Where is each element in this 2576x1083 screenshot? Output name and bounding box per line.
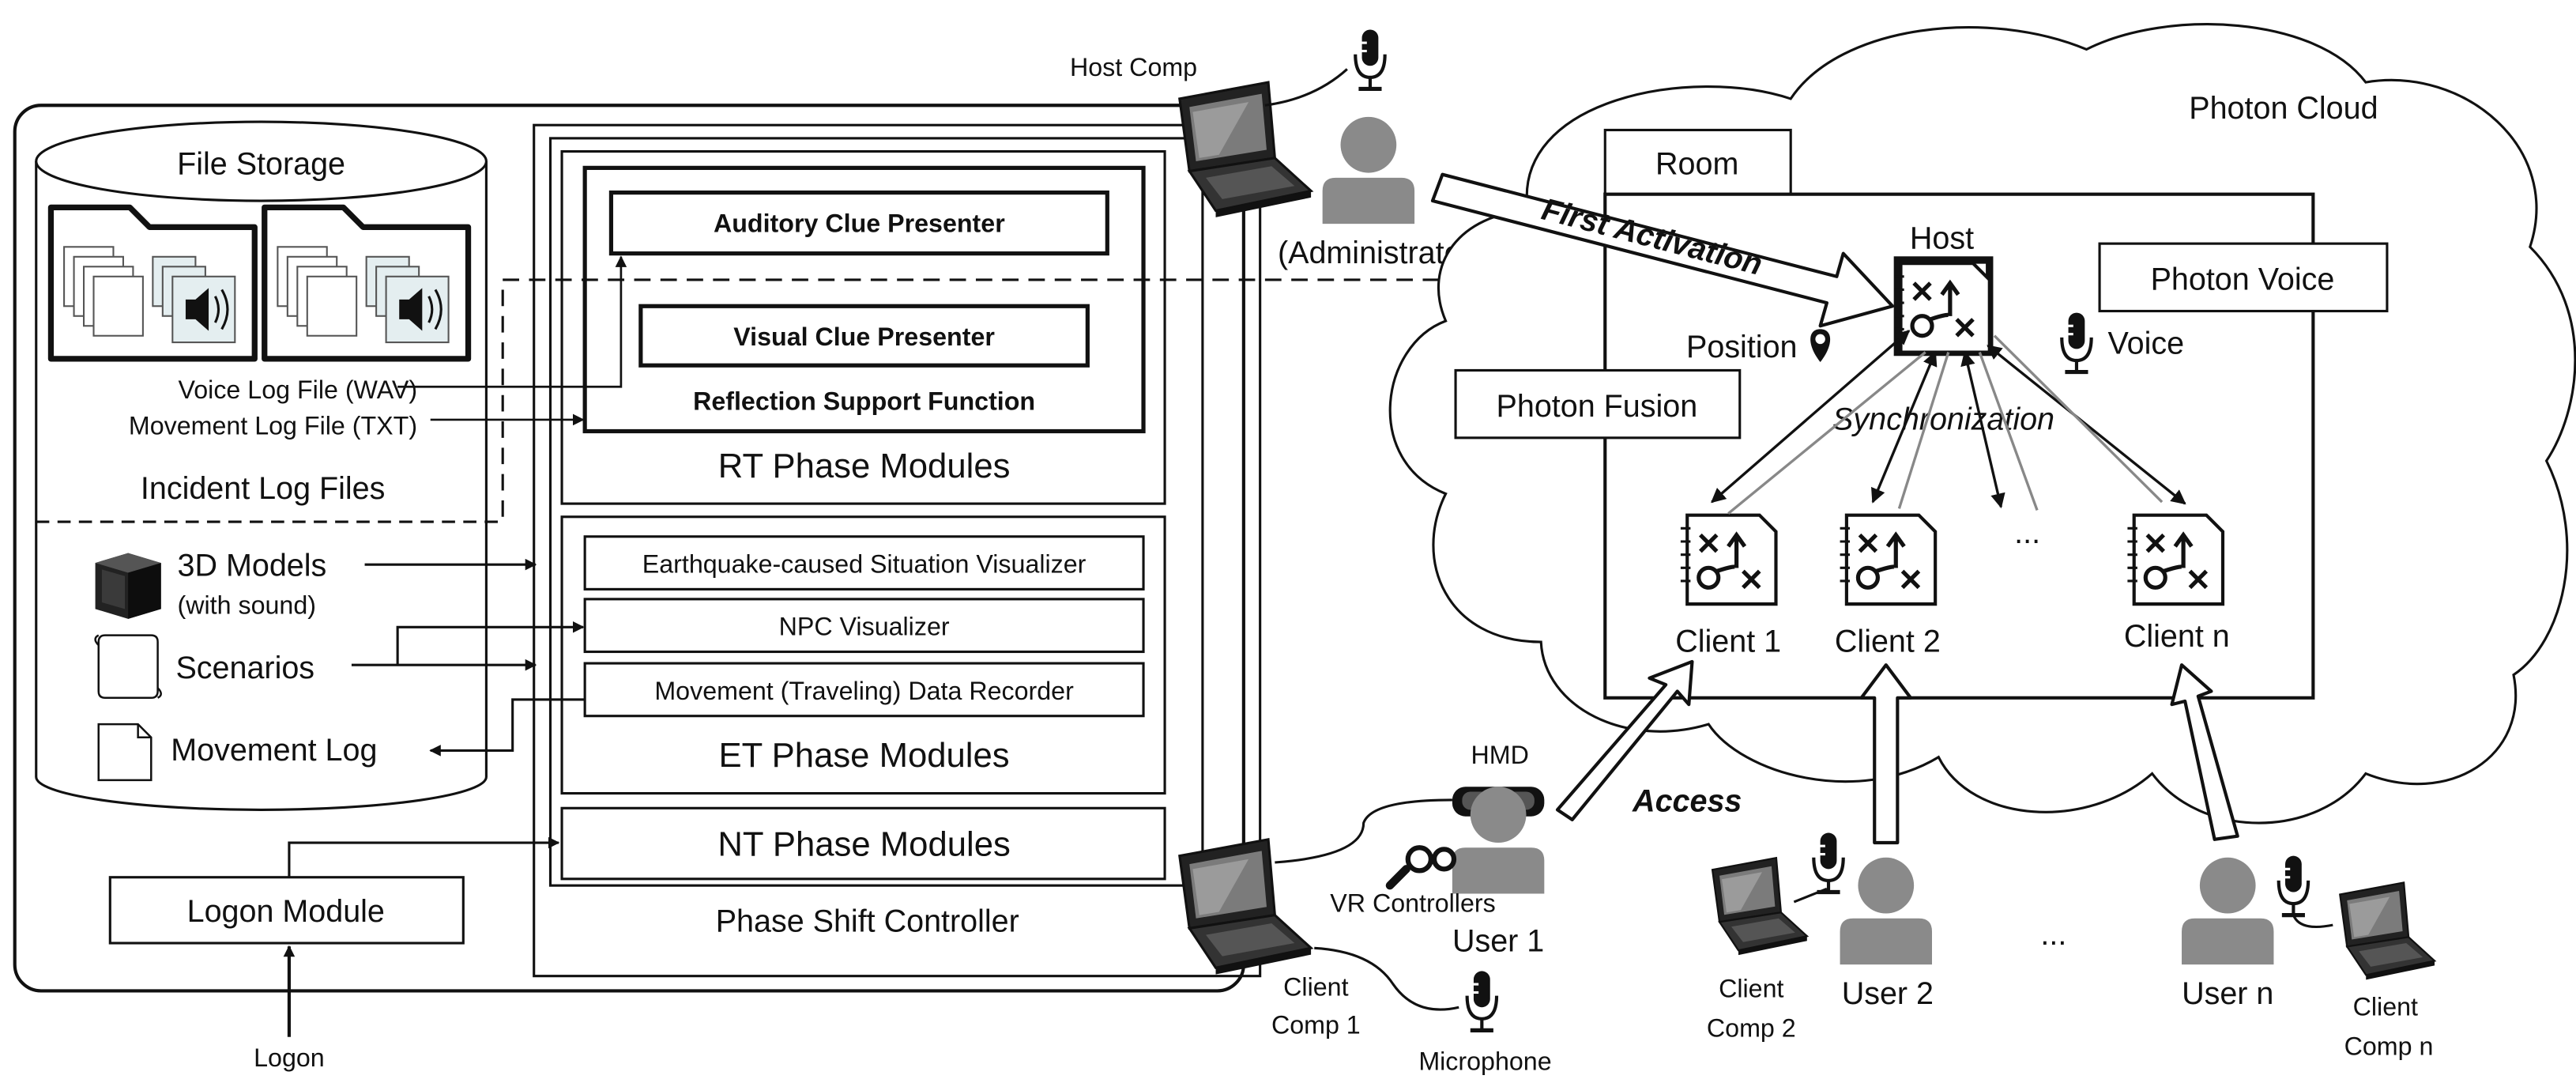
photon-fusion-box (1454, 368, 1742, 440)
incident-log-files-label: Incident Log Files (141, 471, 386, 506)
visual-clue-presenter-box (638, 304, 1090, 368)
auditory-clue-presenter-label: Auditory Clue Presenter (714, 209, 1005, 238)
photon-cloud-label: Photon Cloud (2189, 91, 2378, 126)
host-mic-cable (1264, 68, 1348, 107)
room-label: Room (1655, 147, 1738, 182)
users-ellipsis: ... (2040, 917, 2066, 952)
client-n-strategy-icon (2127, 515, 2223, 604)
voice-log-file-label: Voice Log File (WAV) (179, 375, 418, 404)
et-phase-label: ET Phase Modules (719, 736, 1010, 775)
microphone-label: Microphone (1418, 1047, 1551, 1075)
photon-voice-box (2098, 242, 2389, 313)
rt-phase-label: RT Phase Modules (718, 447, 1011, 485)
host-label: Host (1910, 221, 1974, 255)
3d-models-note: (with sound) (178, 591, 316, 620)
user2-label: User 2 (1842, 976, 1934, 1011)
client-comp1-label-b: Comp 1 (1271, 1011, 1361, 1040)
recorder-to-movement-log-arrow (429, 698, 586, 757)
client-compn-laptop-icon (2339, 881, 2436, 981)
host-strategy-icon (1894, 256, 1994, 357)
movement-recorder-label: Movement (Traveling) Data Recorder (654, 677, 1074, 705)
client-comp1-microphone-icon (1467, 971, 1497, 1030)
client2-label: Client 2 (1835, 624, 1941, 658)
scroll-icon (94, 634, 162, 700)
user-n-label: User n (2182, 976, 2273, 1011)
access-arrow-user2 (1859, 663, 1913, 845)
auditory-clue-presenter-box (608, 190, 1109, 256)
room-tab (1603, 128, 1792, 198)
phase-shift-controller-box (533, 123, 1262, 978)
client-compn-label-a: Client (2353, 993, 2418, 1021)
system-boundary (13, 104, 1245, 993)
client1-label: Client 1 (1675, 624, 1781, 658)
scenarios-to-npc-arrow (396, 621, 585, 666)
movement-recorder-box (583, 662, 1145, 718)
host-comp-label: Host Comp (1070, 53, 1197, 81)
wav-folder-icon (51, 207, 254, 359)
client1-strategy-icon (1681, 515, 1776, 604)
document-icon (97, 723, 153, 782)
movement-log-label: Movement Log (171, 733, 377, 768)
user1-label: User 1 (1452, 923, 1544, 958)
synchronization-label: Synchronization (1832, 402, 2054, 436)
mic-cable-n (2292, 914, 2333, 929)
phase-shift-controller-label: Phase Shift Controller (716, 904, 1019, 938)
user-n-icon (2182, 857, 2274, 965)
client-comp2-microphone-icon (1813, 833, 1843, 892)
vr-controllers-label: VR Controllers (1330, 889, 1495, 917)
npc-visualizer-box (583, 598, 1145, 654)
file-storage-cylinder (35, 120, 488, 811)
voice-label: Voice (2107, 326, 2184, 361)
visual-clue-presenter-label: Visual Clue Presenter (733, 323, 995, 351)
hmd-label: HMD (1471, 741, 1529, 769)
logon-label: Logon (254, 1043, 325, 1072)
host-microphone-icon (1355, 29, 1384, 89)
voice-log-to-auditory-arrow (397, 255, 627, 388)
cloud-ellipsis: ... (2014, 515, 2040, 550)
nt-phase-box (560, 806, 1166, 881)
earthquake-visualizer-box (583, 535, 1145, 591)
reflection-support-label: Reflection Support Function (693, 387, 1035, 415)
cube-icon (95, 553, 161, 619)
txt-folder-icon (265, 207, 469, 359)
sync-arrows (1710, 330, 2186, 515)
vr-controllers-icon (1385, 845, 1457, 890)
first-activation-arrow (1430, 172, 1895, 328)
administrator-icon (1322, 116, 1415, 225)
user2-icon (1840, 857, 1932, 965)
movement-log-file-label: Movement Log File (TXT) (129, 412, 417, 440)
client2-strategy-icon (1840, 515, 1936, 604)
client-n-label: Client n (2124, 619, 2230, 654)
logon-module-box (108, 876, 465, 945)
phase-modules-container (548, 137, 1204, 887)
position-label: Position (1686, 330, 1797, 364)
client-compn-label-b: Comp n (2344, 1032, 2434, 1061)
client-comp2-label-b: Comp 2 (1707, 1014, 1796, 1043)
file-storage-label: File Storage (177, 147, 345, 182)
mic-cable-1 (1314, 946, 1459, 1011)
client-comp1-laptop-icon (1178, 838, 1312, 976)
hmd-cable (1275, 798, 1452, 864)
scenarios-label: Scenarios (175, 651, 314, 685)
dashed-storage-host-link (501, 278, 1492, 517)
photon-voice-label: Photon Voice (2151, 262, 2335, 296)
host-laptop-icon (1178, 81, 1312, 219)
photon-fusion-label: Photon Fusion (1497, 389, 1698, 424)
3d-models-label: 3D Models (178, 549, 327, 583)
logon-to-nt-arrow (288, 836, 560, 877)
npc-visualizer-label: NPC Visualizer (779, 613, 950, 641)
access-label: Access (1632, 783, 1742, 818)
earthquake-visualizer-label: Earthquake-caused Situation Visualizer (642, 550, 1087, 579)
client-comp2-label-a: Client (1719, 975, 1783, 1003)
logon-module-label: Logon Module (187, 894, 385, 929)
access-arrow-user-n (2170, 663, 2239, 841)
access-arrow-user1 (1555, 659, 1694, 821)
client-compn-microphone-icon (2279, 856, 2308, 915)
client-comp1-label-a: Client (1283, 973, 1348, 1002)
nt-phase-label: NT Phase Modules (717, 825, 1010, 864)
client-comp2-laptop-icon (1711, 857, 1808, 957)
